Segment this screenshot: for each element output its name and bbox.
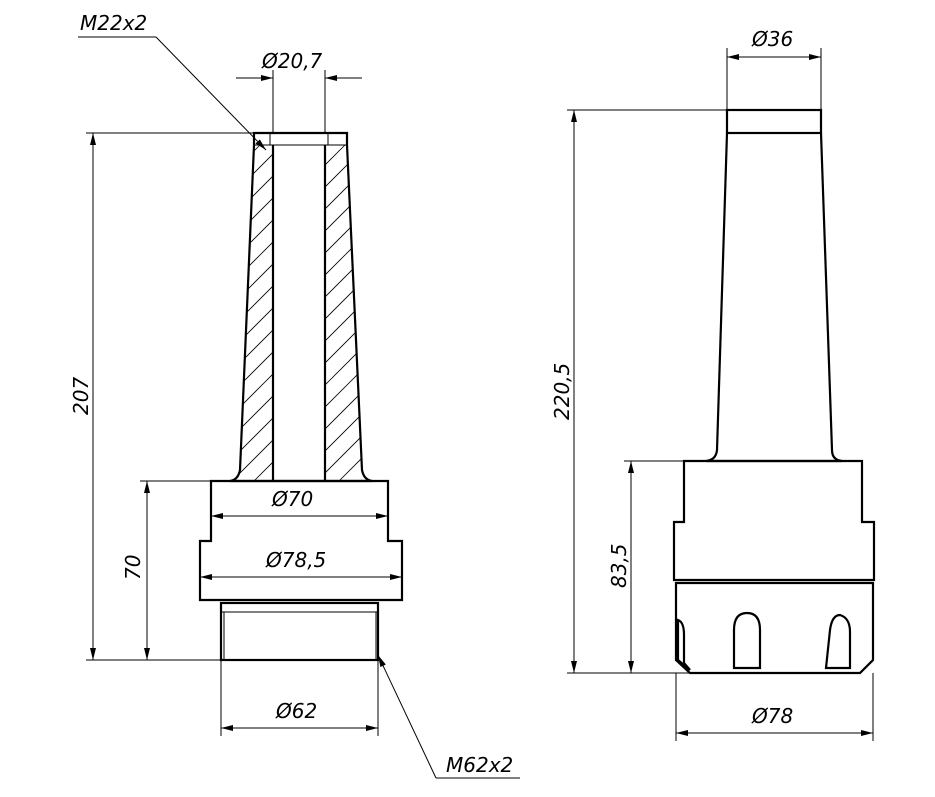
hatch-line [325, 411, 362, 454]
hatch-line [325, 433, 362, 476]
collet-slot [676, 618, 691, 671]
dimension-bore: Ø20,7 [236, 49, 362, 133]
top-cap [725, 108, 823, 135]
dimension-top: Ø36 [726, 27, 822, 110]
flange-diameter-label: Ø70 [271, 487, 313, 511]
hatch-line [240, 145, 261, 168]
outside-total-length-label: 220,5 [550, 363, 574, 420]
hatch-line [240, 261, 273, 300]
hatch-line [325, 301, 362, 344]
hatch-line [240, 173, 273, 212]
hatch-line [240, 151, 273, 190]
section-view: Ø20,7 M22x2 207 70 Ø70 Ø78,5 [69, 11, 520, 779]
dimension-total-length: 207 [69, 132, 254, 661]
hatch-line [325, 191, 362, 234]
hatch-line [325, 389, 362, 432]
hatching-right-wall [325, 145, 362, 480]
collet-slot [824, 613, 852, 670]
hatching [240, 145, 362, 480]
base-diameter-label: Ø78 [751, 704, 793, 728]
top-diameter-label: Ø36 [751, 27, 793, 51]
hatch-line [325, 235, 362, 278]
thread-bottom-callout: M62x2 [377, 654, 520, 779]
hatch-line [240, 305, 273, 344]
base-length-label: 70 [121, 555, 145, 580]
hatch-line [338, 455, 362, 480]
collet-body [674, 581, 875, 675]
dimension-thread: Ø62 [220, 660, 379, 736]
tapered-stem-outline [229, 131, 373, 483]
total-length-label: 207 [69, 377, 93, 415]
outside-base-length-label: 83,5 [607, 543, 631, 588]
hatch-line [240, 437, 273, 476]
hatch-line [325, 145, 346, 168]
hatch-line [325, 257, 362, 300]
hatch-line [325, 147, 362, 190]
hatch-line [240, 195, 273, 234]
thread-top-label: M22x2 [80, 11, 147, 35]
dimension-collar: Ø78,5 [200, 548, 402, 580]
dimension-base-diameter: Ø78 [675, 673, 874, 741]
hatch-line [240, 415, 273, 454]
collar-diameter-label: Ø78,5 [265, 548, 326, 572]
hatch-line [240, 283, 273, 322]
hatch-line [325, 169, 362, 212]
tapered-body [705, 132, 843, 463]
thread-diameter-label: Ø62 [275, 699, 317, 723]
hatch-line [240, 371, 273, 410]
bore-diameter-label: Ø20,7 [261, 49, 323, 73]
hatch-line [240, 393, 273, 432]
hatch-line [240, 217, 273, 256]
outside-view: Ø36 220,5 83,5 Ø78 [550, 27, 876, 741]
flange-outline [198, 479, 404, 602]
dimension-flange: Ø70 [211, 487, 388, 519]
hatch-line [325, 279, 362, 322]
dimension-outside-total-length: 220,5 [550, 109, 727, 674]
dimension-base-length: 70 [121, 480, 211, 660]
hatch-line [253, 459, 273, 480]
thread-outline [219, 601, 380, 662]
thread-top-callout: M22x2 [78, 11, 267, 151]
hatching-left-wall [240, 145, 273, 480]
flange-body [672, 459, 876, 582]
dimension-outside-base-length: 83,5 [607, 460, 684, 673]
hatch-line [240, 327, 273, 366]
hatch-line [240, 239, 273, 278]
hatch-line [325, 213, 362, 256]
collet-slot [732, 611, 762, 670]
thread-bottom-label: M62x2 [446, 753, 513, 777]
